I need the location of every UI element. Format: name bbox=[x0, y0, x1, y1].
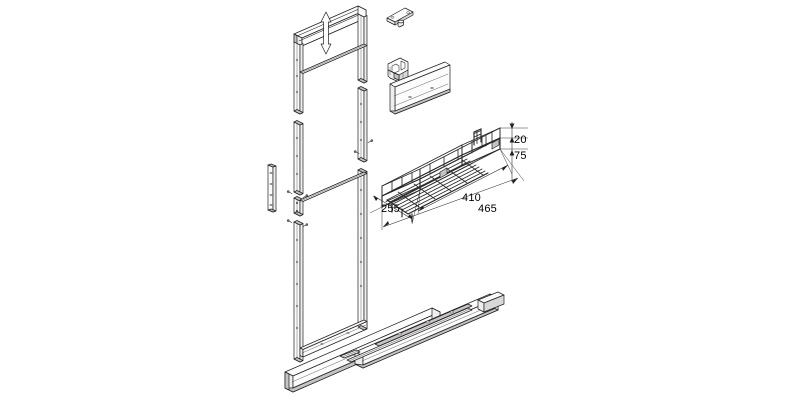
component-mounting-plate bbox=[386, 7, 414, 28]
component-drawer-slide-inner bbox=[346, 291, 505, 369]
dimension-label-410: 410 bbox=[462, 192, 481, 204]
component-lower-frame bbox=[293, 168, 368, 363]
dimension-20: 20 bbox=[500, 122, 528, 146]
component-corner-bracket bbox=[387, 57, 409, 83]
component-connector-strip bbox=[267, 163, 277, 213]
fastener-markers bbox=[286, 139, 374, 227]
dimension-label-255: 255 bbox=[381, 203, 400, 215]
dimension-465: 465 bbox=[381, 148, 525, 230]
dimension-75: 75 bbox=[500, 144, 528, 182]
dimension-label-465: 465 bbox=[478, 203, 497, 215]
dimension-label-20: 20 bbox=[514, 134, 527, 146]
component-front-panel-rail bbox=[389, 61, 451, 115]
dimension-410: 410 bbox=[417, 148, 513, 215]
component-upper-frame bbox=[293, 13, 368, 196]
dimension-label-75: 75 bbox=[514, 150, 527, 162]
component-wire-basket bbox=[381, 127, 501, 223]
slide-coupling-detail bbox=[339, 349, 361, 359]
adjustment-arrow-icon bbox=[320, 11, 332, 55]
